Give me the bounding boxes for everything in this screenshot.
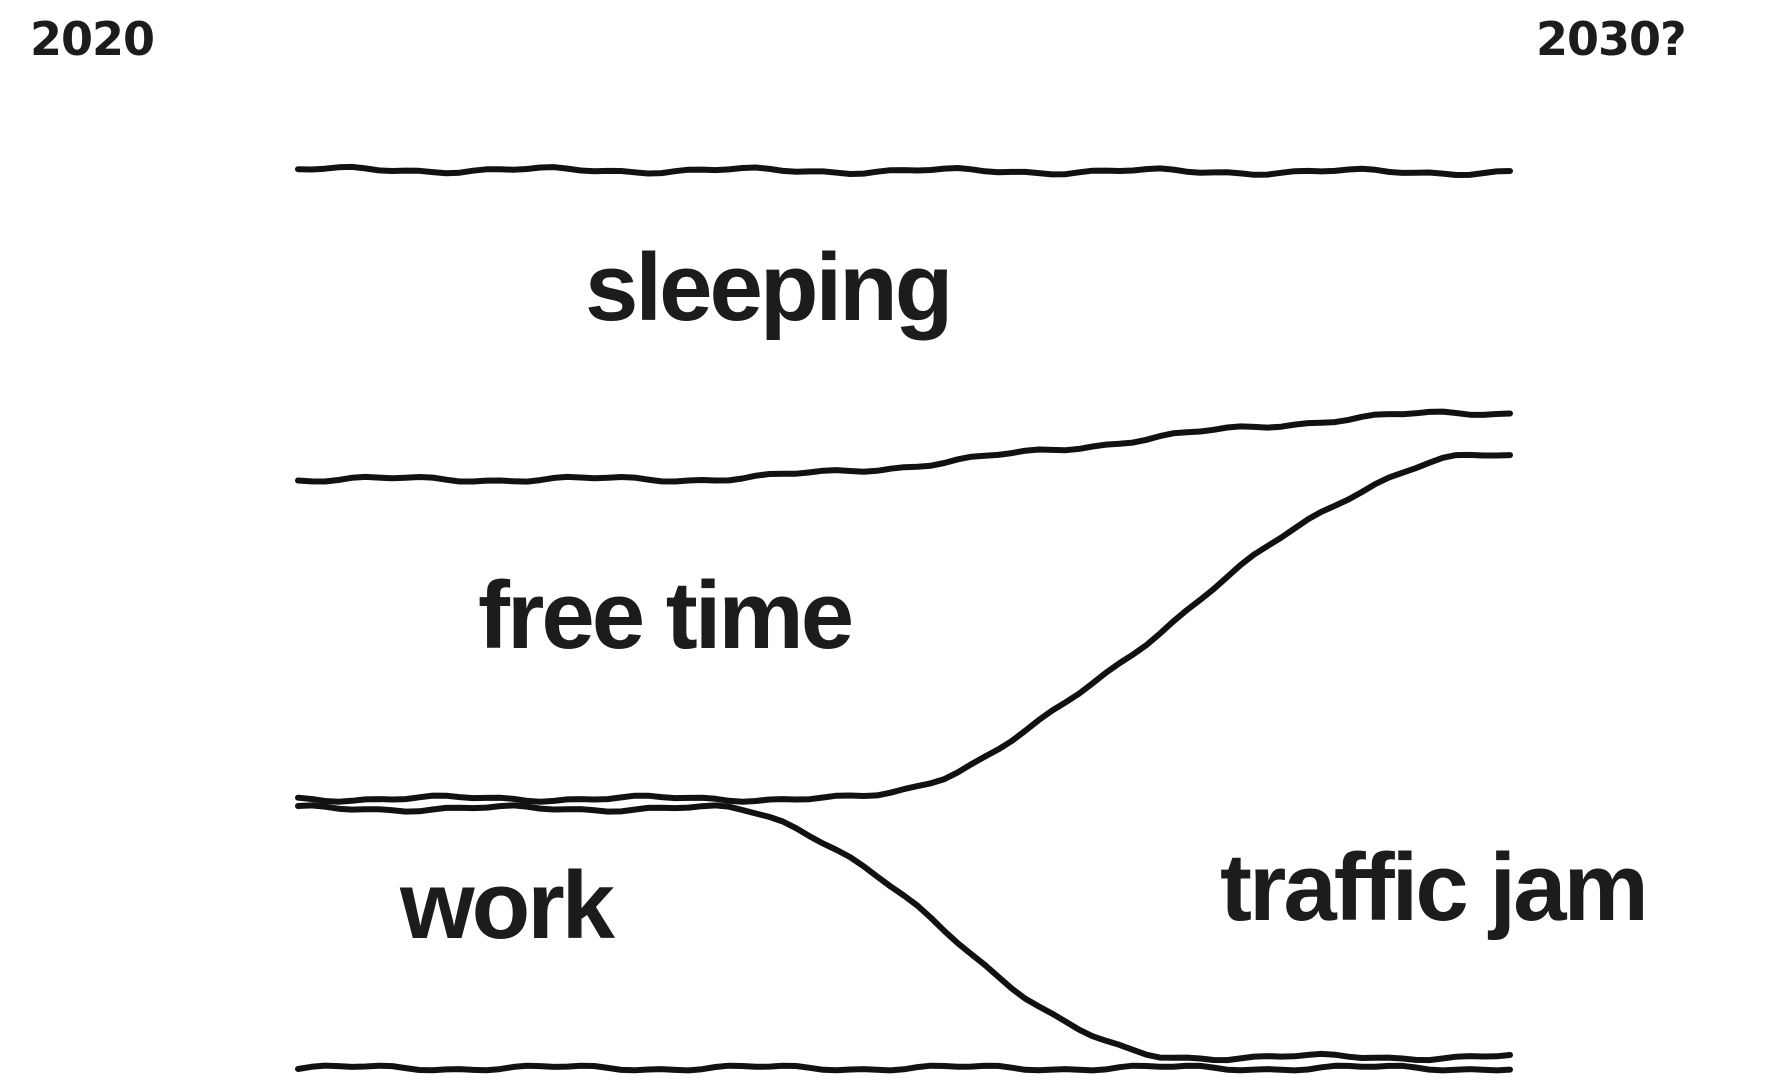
band-label-free-time: free time — [478, 562, 852, 669]
band-label-work: work — [399, 852, 616, 959]
boundary-line-sleeping-top — [295, 163, 1513, 178]
boundary-line-free-time-top — [295, 408, 1513, 485]
boundary-line-traffic-jam-top — [295, 451, 1513, 805]
band-label-sleeping: sleeping — [585, 234, 950, 341]
band-label-traffic-jam: traffic jam — [1220, 834, 1646, 941]
boundary-line-work-top — [295, 802, 1513, 1064]
x-label-end: 2030? — [1536, 12, 1687, 66]
boundary-line-baseline — [295, 1062, 1513, 1074]
x-label-start: 2020 — [30, 12, 155, 66]
